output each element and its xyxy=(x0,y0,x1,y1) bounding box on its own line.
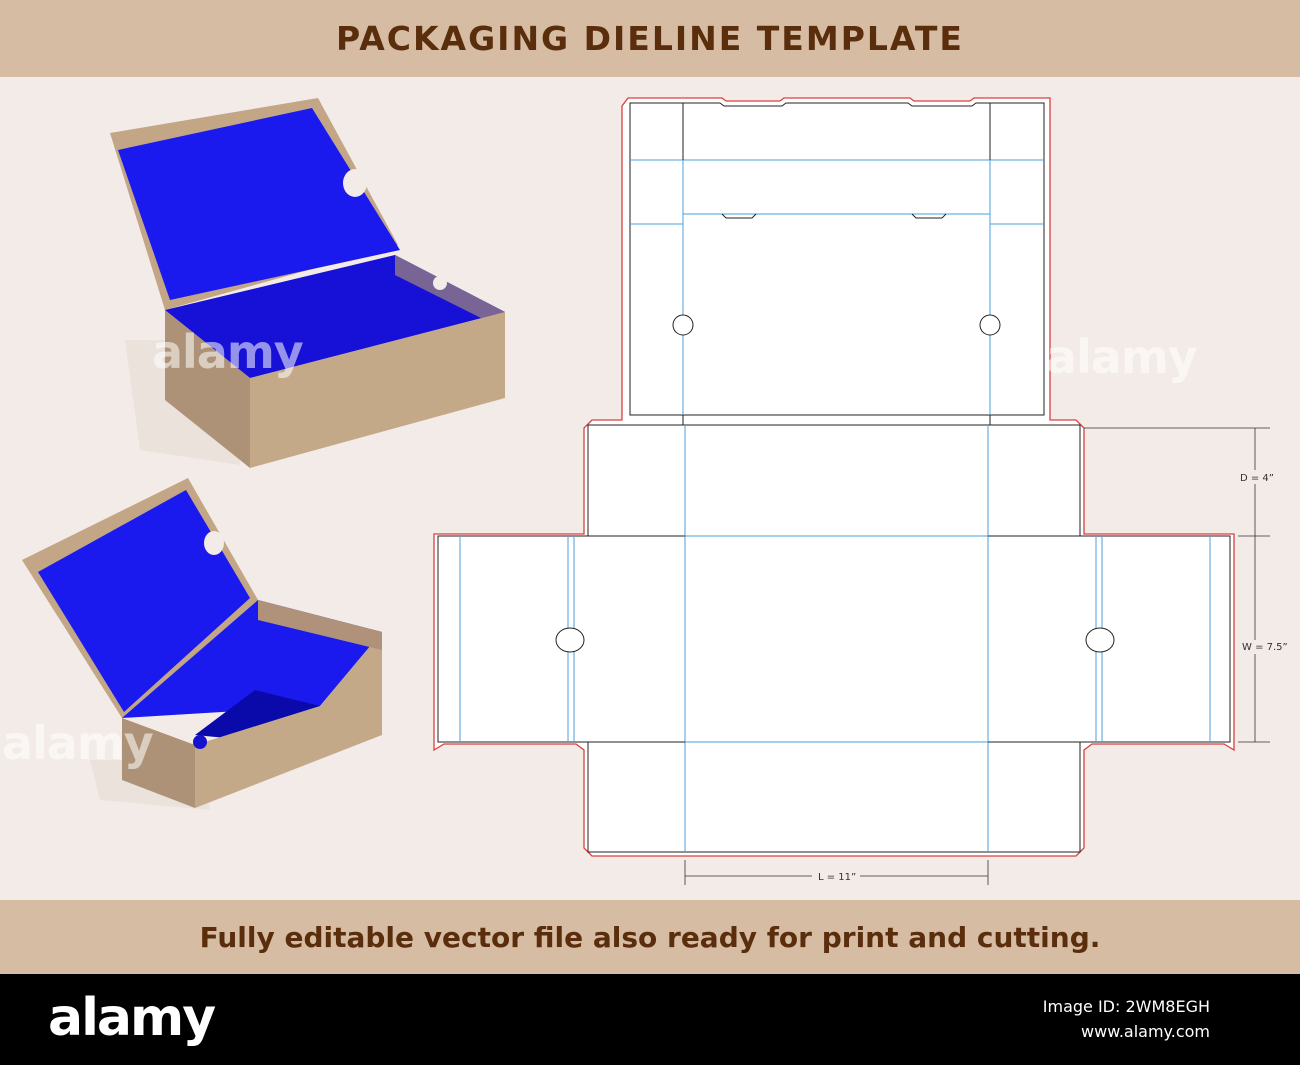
watermark-right: alamy xyxy=(1046,330,1198,384)
width-dimension-label: W = 7.5” xyxy=(1242,642,1288,653)
page-title: PACKAGING DIELINE TEMPLATE xyxy=(336,19,964,58)
dimension-labels: D = 4” W = 7.5” L = 11” xyxy=(812,470,1288,883)
length-dimension-label: L = 11” xyxy=(818,872,856,883)
dieline xyxy=(433,97,1235,857)
header-band: PACKAGING DIELINE TEMPLATE xyxy=(0,0,1300,77)
footer-band: Fully editable vector file also ready fo… xyxy=(0,900,1300,974)
stock-bar: alamy Image ID: 2WM8EGH www.alamy.com xyxy=(0,974,1300,1065)
footer-caption: Fully editable vector file also ready fo… xyxy=(199,920,1101,954)
stock-logo: alamy xyxy=(48,988,216,1048)
artwork: D = 4” W = 7.5” L = 11” xyxy=(22,97,1288,885)
image-id-label: Image ID: 2WM8EGH xyxy=(1042,997,1210,1016)
depth-dimension-label: D = 4” xyxy=(1240,473,1274,484)
box-mockup-top xyxy=(110,98,505,468)
watermark-left-bottom: alamy xyxy=(2,716,154,770)
dieline-cut-outline xyxy=(433,97,1235,857)
stock-meta: Image ID: 2WM8EGH www.alamy.com xyxy=(1043,994,1210,1044)
box-mockup-bottom xyxy=(22,478,382,810)
stock-site-link[interactable]: www.alamy.com xyxy=(1081,1022,1210,1041)
watermark-left-top: alamy xyxy=(152,325,304,379)
